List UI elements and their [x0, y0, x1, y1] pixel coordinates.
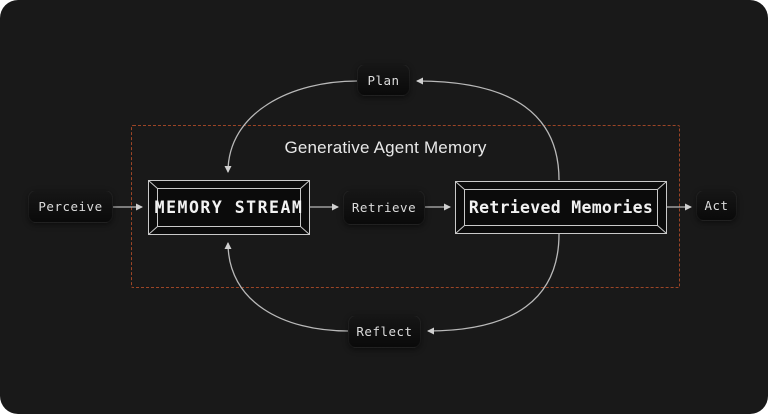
- node-retrieve-label: Retrieve: [351, 200, 417, 215]
- node-act-label: Act: [704, 198, 729, 213]
- node-plan-label: Plan: [367, 72, 400, 88]
- region-title: Generative Agent Memory: [284, 138, 487, 157]
- node-act: Act: [696, 190, 737, 221]
- node-retrieved-memories-label: Retrieved Memories: [468, 198, 654, 217]
- node-memory-stream: MEMORY STREAM: [148, 180, 310, 235]
- node-plan: Plan: [357, 64, 410, 96]
- node-retrieve: Retrieve: [343, 190, 425, 225]
- node-reflect-label: Reflect: [356, 324, 413, 339]
- node-reflect: Reflect: [348, 315, 421, 348]
- bevel-frame-icon: [455, 181, 667, 234]
- node-perceive-label: Perceive: [38, 199, 103, 214]
- node-perceive: Perceive: [28, 190, 113, 223]
- node-retrieved-memories: Retrieved Memories: [455, 181, 667, 234]
- bevel-frame-icon: [148, 180, 310, 235]
- node-memory-stream-label: MEMORY STREAM: [154, 198, 304, 217]
